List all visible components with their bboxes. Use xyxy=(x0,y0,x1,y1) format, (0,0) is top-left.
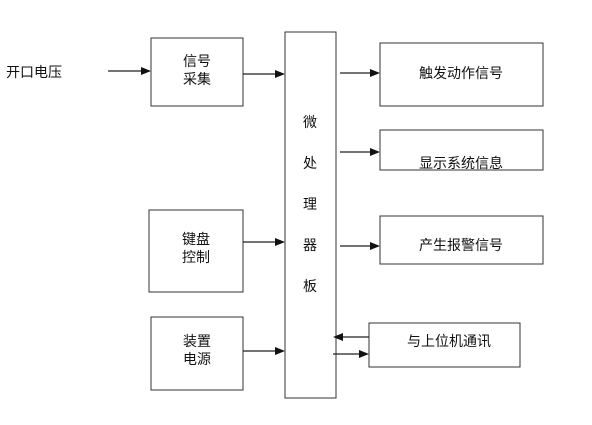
display-info-label: 显示系统信息 xyxy=(419,155,503,172)
keyboard-control-line-2: 控制 xyxy=(182,250,210,266)
comm-box: 与上位机通讯 xyxy=(368,322,521,368)
power-supply-line-1: 装置 xyxy=(183,334,211,350)
processor-char-1: 微 xyxy=(303,115,317,131)
processor-to-trigger-arrow xyxy=(340,69,380,77)
alarm-signal-label: 产生报警信号 xyxy=(419,238,503,254)
signal-acquisition-line-1: 信号 xyxy=(183,54,211,70)
processor-to-display-arrow xyxy=(340,148,380,156)
processor-char-2: 处 xyxy=(303,156,317,172)
alarm-signal-box: 产生报警信号 xyxy=(379,215,544,265)
processor-to-comm-arrow xyxy=(333,350,369,358)
keyboard-control-line-1: 键盘 xyxy=(182,231,210,248)
power-supply-box: 装置 电源 xyxy=(150,316,244,391)
signal-acquisition-line-2: 采集 xyxy=(183,71,211,88)
power-supply-line-2: 电源 xyxy=(183,352,211,368)
input-voltage-label: 开口电压 xyxy=(6,65,62,81)
display-info-box: 显示系统信息 xyxy=(379,129,544,172)
keyboard-control-box: 键盘 控制 xyxy=(148,209,244,293)
trigger-signal-box: 触发动作信号 xyxy=(379,42,544,107)
processor-char-3: 理 xyxy=(303,197,317,213)
processor-to-alarm-arrow xyxy=(340,242,380,250)
processor-char-5: 板 xyxy=(303,279,317,295)
comm-label: 与上位机通讯 xyxy=(407,334,491,350)
acquisition-to-processor-arrow xyxy=(243,70,285,78)
input-arrow xyxy=(108,67,151,75)
power-to-processor-arrow xyxy=(243,347,285,355)
processor-board-box: 微 处 理 器 板 xyxy=(284,31,337,399)
keyboard-to-processor-arrow xyxy=(243,238,285,246)
comm-to-processor-arrow xyxy=(333,333,369,341)
trigger-signal-label: 触发动作信号 xyxy=(419,66,503,82)
signal-acquisition-box: 信号 采集 xyxy=(150,37,244,107)
processor-char-4: 器 xyxy=(303,238,317,254)
